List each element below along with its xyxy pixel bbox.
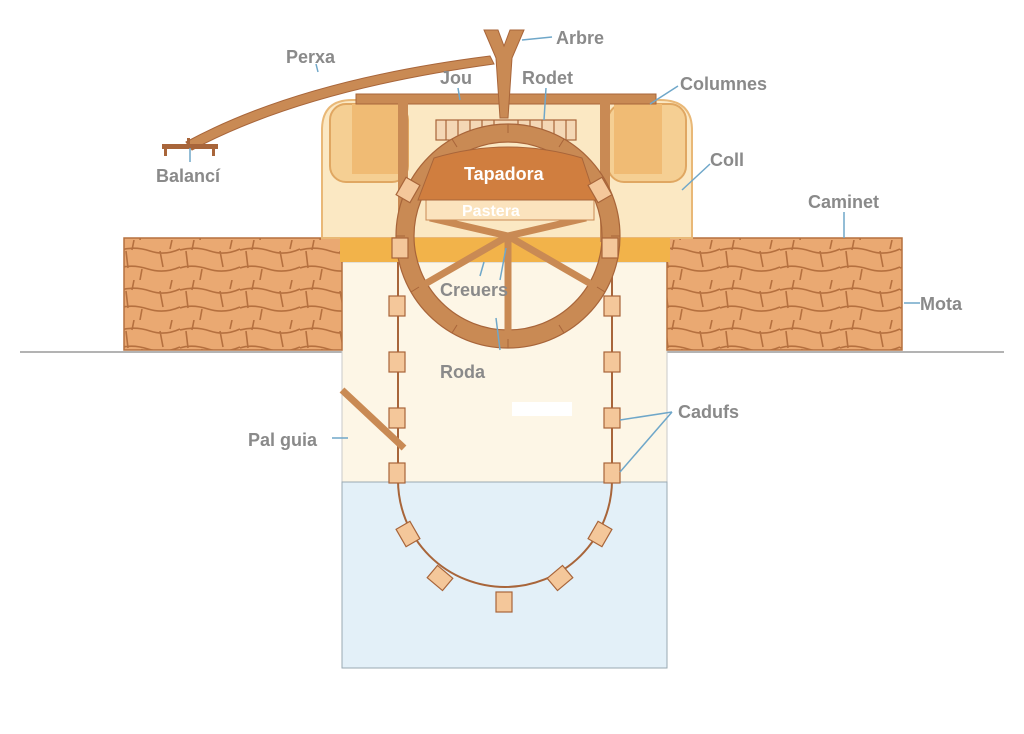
- cadufs-buckets: [388, 176, 621, 613]
- label-creuers: Creuers: [440, 280, 508, 300]
- pal-guia: [339, 387, 407, 451]
- perxa: [185, 55, 495, 151]
- label-cadufs: Cadufs: [678, 402, 739, 422]
- label-columnes: Columnes: [680, 74, 767, 94]
- balanci: [162, 144, 218, 149]
- column-right-inner: [614, 104, 662, 174]
- leader-lines: [189, 36, 920, 473]
- label-perxa: Perxa: [286, 47, 336, 67]
- label-rodet: Rodet: [522, 68, 573, 88]
- label-pal-guia: Pal guia: [248, 430, 318, 450]
- label-jou: Jou: [440, 68, 472, 88]
- mota-right: [666, 237, 903, 351]
- label-balanci: Balancí: [156, 166, 221, 186]
- label-pastera: Pastera: [462, 203, 520, 220]
- label-arbre: Arbre: [556, 28, 604, 48]
- mota-left: [123, 237, 343, 351]
- white-patch: [512, 402, 572, 416]
- jou-post-right: [600, 96, 610, 242]
- roda-rim-marks: [396, 124, 620, 348]
- label-caminet: Caminet: [808, 192, 879, 212]
- creuers-spokes: [423, 214, 593, 332]
- arbre: [483, 29, 525, 119]
- column-left-inner: [352, 104, 400, 174]
- label-mota: Mota: [920, 294, 963, 314]
- label-coll: Coll: [710, 150, 744, 170]
- water-area: [341, 481, 668, 669]
- tapadora: [417, 146, 597, 201]
- label-roda: Roda: [440, 362, 486, 382]
- label-tapadora: Tapadora: [464, 164, 545, 184]
- jou-post-left: [398, 96, 408, 242]
